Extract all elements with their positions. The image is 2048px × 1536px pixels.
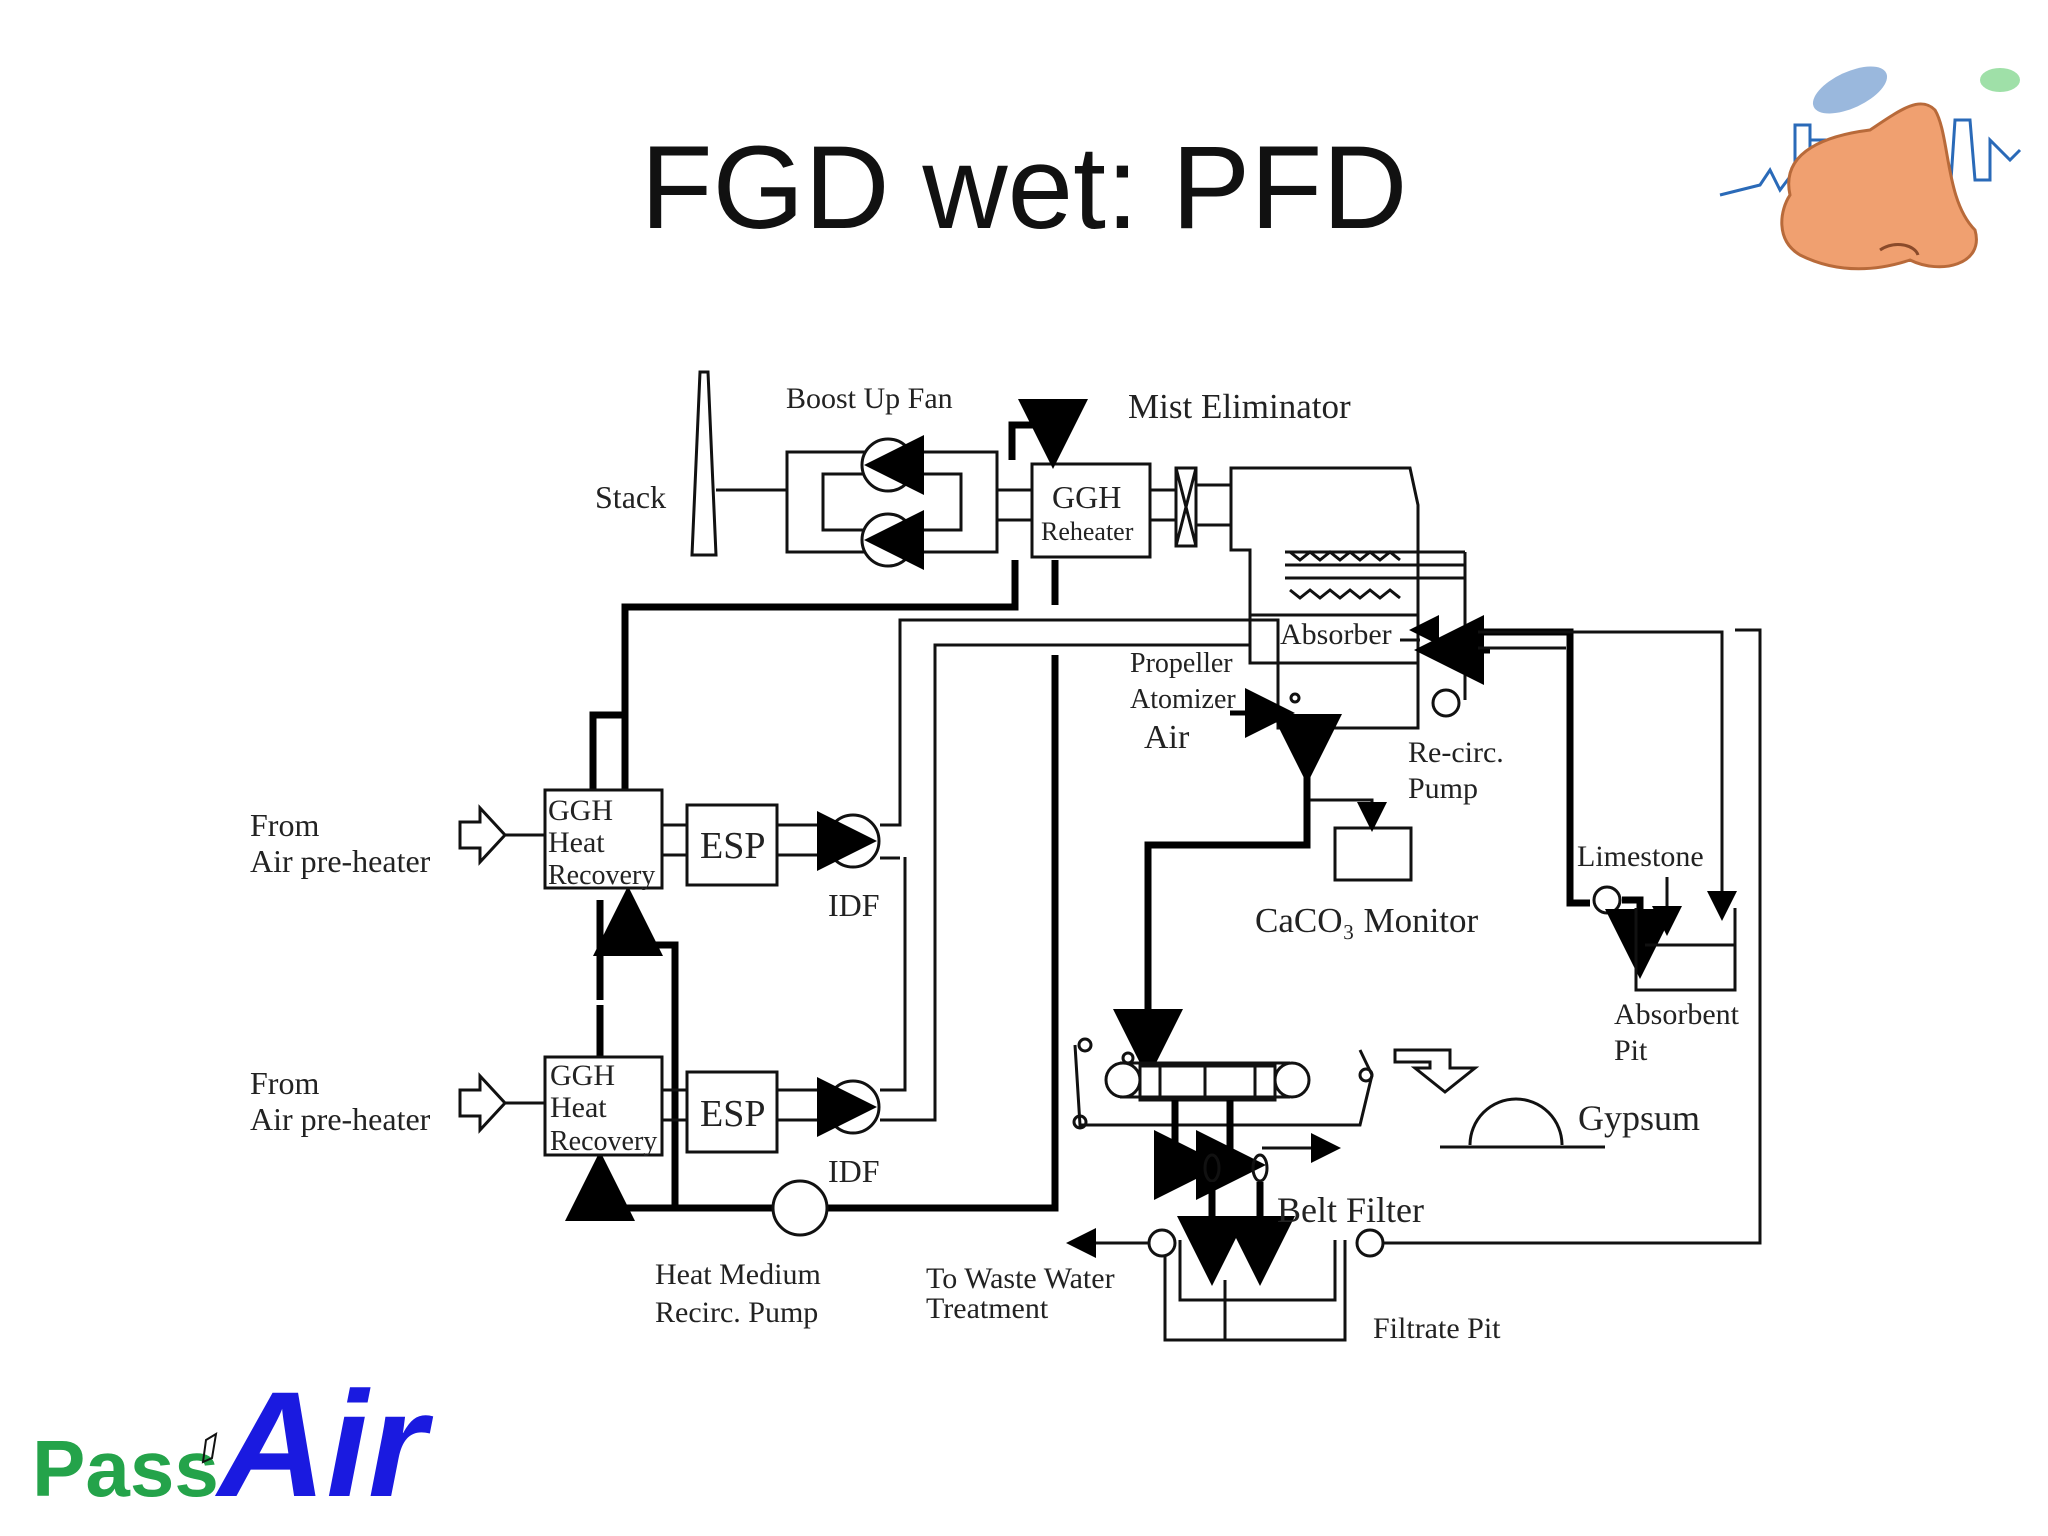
label-air-preheater-2: Air pre-heater — [250, 1101, 431, 1137]
filtrate-pump-2 — [1355, 1228, 1385, 1258]
label-esp-2: ESP — [700, 1093, 765, 1135]
label-boost-up-fan: Boost Up Fan — [786, 382, 953, 415]
filtrate-pit-shape — [1163, 1240, 1347, 1342]
label-caco3-monitor: CaCO₃ Monitor — [1255, 901, 1479, 940]
label-ggh-reheater-1: GGH — [1052, 479, 1121, 515]
slide-title: FGD wet: PFD — [640, 122, 1408, 254]
label-ggh-hr-2a: GGH — [550, 1059, 615, 1092]
label-propeller: Propeller — [1130, 648, 1233, 679]
absorbent-pump — [1592, 885, 1622, 915]
label-stack: Stack — [595, 479, 666, 515]
ggh-heat-recovery-2 — [543, 1055, 664, 1157]
caco3-monitor-box — [1333, 826, 1413, 882]
label-air-preheater-1: Air pre-heater — [250, 843, 431, 879]
label-heat-medium-2: Recirc. Pump — [655, 1296, 818, 1329]
filtrate-pump-1 — [1147, 1228, 1177, 1258]
absorbent-pit-shape — [1634, 908, 1737, 992]
gypsum-pile — [1468, 1097, 1564, 1146]
belt-filter — [1072, 1037, 1374, 1130]
label-waste-water-1: To Waste Water — [926, 1262, 1115, 1295]
logo-air-text: Air — [214, 1360, 434, 1528]
ggh-reheater — [1030, 462, 1152, 559]
label-absorber: Absorber — [1280, 618, 1392, 651]
label-from-2: From — [250, 1065, 319, 1101]
label-belt-filter: Belt Filter — [1277, 1190, 1424, 1230]
label-atomizer: Atomizer — [1130, 684, 1236, 715]
label-waste-water-2: Treatment — [926, 1292, 1049, 1325]
inlet-arrow-1 — [458, 804, 508, 866]
label-idf-1: IDF — [828, 887, 880, 923]
label-ggh-hr-2b: Heat — [550, 1091, 607, 1124]
label-limestone: Limestone — [1577, 840, 1704, 873]
label-from-1: From — [250, 807, 319, 843]
stack-shape — [690, 370, 718, 557]
gypsum-arrow — [1393, 1048, 1480, 1094]
absorber-tower — [1229, 466, 1420, 730]
logo-pass-text: Pass — [32, 1424, 219, 1513]
label-recirc-pump-2: Pump — [1408, 772, 1478, 805]
label-ggh-hr-1b: Heat — [548, 826, 605, 859]
label-absorbent-pit-1: Absorbent — [1614, 998, 1740, 1031]
label-absorbent-pit-2: Pit — [1614, 1034, 1648, 1067]
esp-2 — [685, 1070, 779, 1154]
label-ggh-reheater-2: Reheater — [1041, 517, 1134, 546]
label-ggh-hr-1a: GGH — [548, 794, 613, 827]
label-ggh-hr-2c: Recovery — [550, 1126, 657, 1157]
label-gypsum: Gypsum — [1578, 1098, 1700, 1138]
label-mist-eliminator: Mist Eliminator — [1128, 387, 1351, 426]
label-filtrate-pit: Filtrate Pit — [1373, 1312, 1501, 1345]
esp-1 — [685, 803, 779, 887]
recirc-pump — [1431, 688, 1461, 718]
label-air: Air — [1144, 719, 1190, 756]
passair-logo: Pass Air — [32, 1360, 434, 1528]
heat-medium-pump — [771, 1179, 829, 1237]
label-idf-2: IDF — [828, 1153, 880, 1189]
ggh-heat-recovery-1 — [543, 788, 664, 890]
label-heat-medium-1: Heat Medium — [655, 1258, 821, 1291]
label-ggh-hr-1c: Recovery — [548, 860, 655, 891]
inlet-arrow-2 — [458, 1072, 508, 1134]
nose-factory-icon — [1719, 66, 2022, 271]
label-esp-1: ESP — [700, 825, 765, 867]
label-recirc-pump-1: Re-circ. — [1408, 736, 1504, 769]
